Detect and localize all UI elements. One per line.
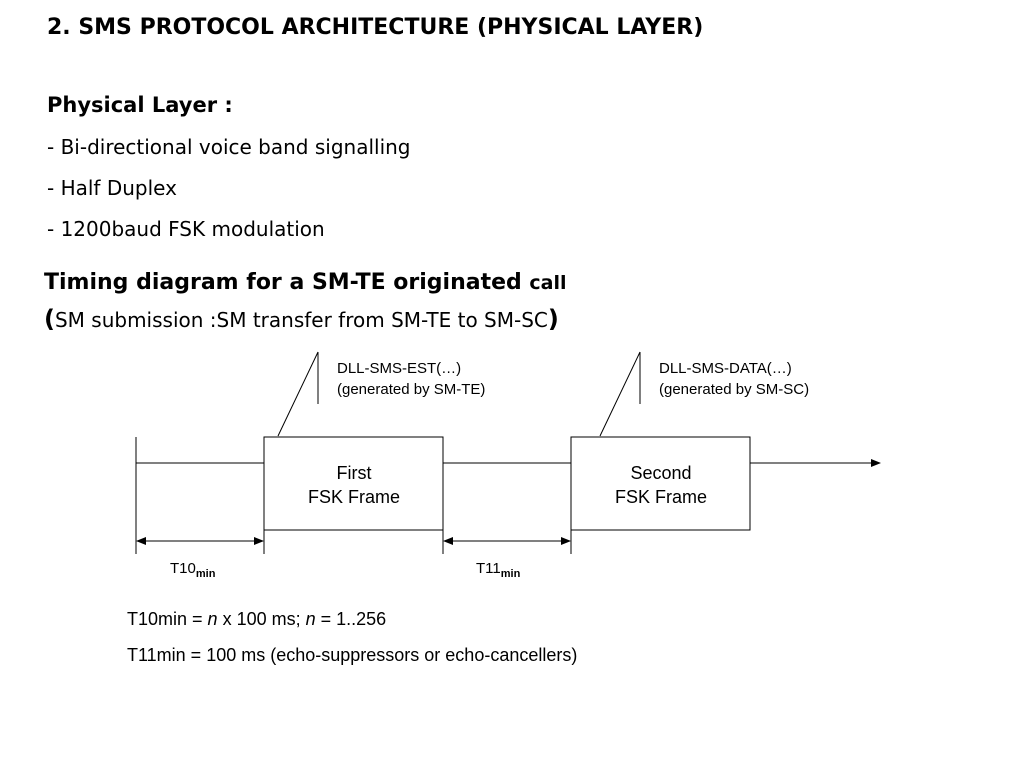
callout1-line2: (generated by SM-TE)	[337, 381, 485, 398]
t10-label: T10min	[170, 560, 216, 580]
t11-formula: T11min = 100 ms (echo-suppressors or ech…	[127, 645, 578, 665]
frame1-label-line1: First	[337, 463, 372, 483]
physical-layer-heading: Physical Layer :	[47, 93, 233, 117]
t11-label: T11min	[476, 560, 521, 580]
bullet-half-duplex: - Half Duplex	[47, 176, 177, 200]
frame2-label-line1: Second	[630, 463, 691, 483]
bullet-signalling: - Bi-directional voice band signalling	[47, 135, 411, 159]
bullet-fsk-modulation: - 1200baud FSK modulation	[47, 217, 325, 241]
timing-diagram-heading: Timing diagram for a SM-TE originated ca…	[44, 270, 567, 295]
timing-diagram-subtitle: (SM submission :SM transfer from SM-TE t…	[44, 305, 559, 333]
callout2-line2: (generated by SM-SC)	[659, 381, 809, 398]
callout2-line1: DLL-SMS-DATA(…)	[659, 360, 792, 377]
first-fsk-frame-box	[263, 436, 444, 531]
frame2-label-line2: FSK Frame	[615, 487, 707, 507]
slide-title: 2. SMS PROTOCOL ARCHITECTURE (PHYSICAL L…	[47, 15, 704, 40]
t10-formula: T10min = n x 100 ms; n = 1..256	[127, 609, 387, 629]
frame1-label-line2: FSK Frame	[308, 487, 400, 507]
callout2-pointer-line	[599, 351, 641, 437]
callout1-line1: DLL-SMS-EST(…)	[337, 360, 461, 377]
second-fsk-frame-box	[570, 436, 751, 531]
callout1-pointer-line	[277, 351, 319, 437]
